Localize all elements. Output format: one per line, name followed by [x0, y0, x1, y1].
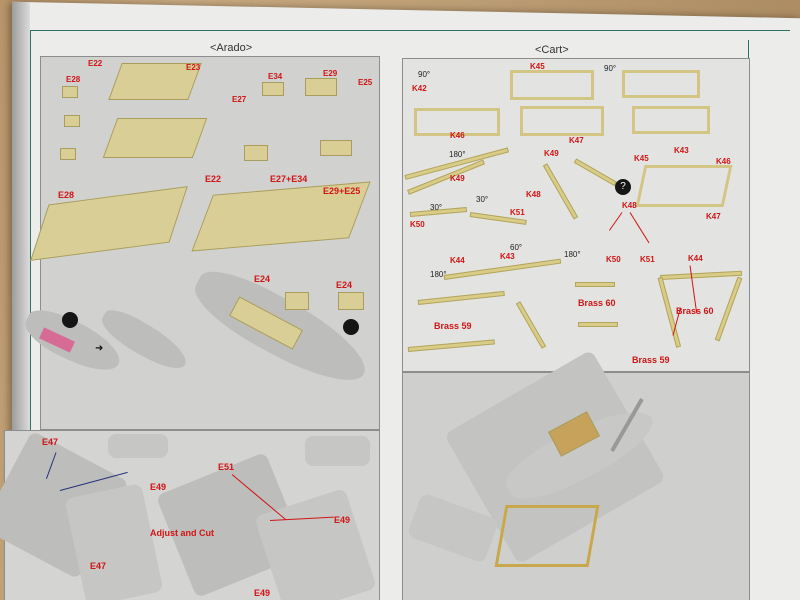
- paint-icon: [62, 312, 78, 328]
- part-k47-folded: [632, 106, 710, 134]
- label-brass-59-a: Brass 59: [434, 321, 472, 331]
- label-k47-a: K47: [569, 136, 584, 145]
- angle-180-a: 180°: [430, 270, 447, 279]
- label-k46-b: K46: [716, 157, 731, 166]
- label-e34: E34: [268, 72, 283, 81]
- arado-header: <Arado>: [210, 42, 253, 54]
- label-e22: E22: [88, 59, 103, 68]
- label-k51-b: K51: [640, 255, 655, 264]
- angle-30-b: 30°: [476, 195, 489, 204]
- label-e24-detail: E24: [336, 280, 353, 290]
- part-k45-frame: [510, 70, 594, 100]
- part-e27-piece: [244, 145, 268, 161]
- brass-60-rod: [575, 282, 615, 287]
- label-e49-right: E49: [334, 515, 351, 525]
- label-k43-a: K43: [674, 146, 689, 155]
- top-frame-rule: [30, 30, 790, 31]
- part-e34-piece: [262, 82, 284, 96]
- label-k47-b: K47: [706, 212, 721, 221]
- label-brass-60-a: Brass 60: [578, 298, 616, 308]
- angle-90-a: 90°: [418, 70, 431, 79]
- label-e24-main: E24: [254, 274, 271, 284]
- cart-stand: [494, 505, 600, 567]
- aircraft-right-tail: [305, 436, 370, 466]
- label-e47-bottom: E47: [90, 561, 107, 571]
- label-k49-b: K49: [450, 174, 465, 183]
- label-k46-a: K46: [450, 131, 465, 140]
- label-e49-left: E49: [150, 482, 167, 492]
- label-e51: E51: [218, 462, 235, 472]
- label-k50-b: K50: [606, 255, 621, 264]
- cart-frame-assembly: [635, 165, 733, 207]
- label-e25: E25: [358, 78, 373, 87]
- part-e29-piece: [305, 78, 337, 96]
- brass-60-rod-2: [578, 322, 618, 327]
- label-k50-a: K50: [410, 220, 425, 229]
- label-e29: E29: [323, 69, 338, 78]
- label-k43-b: K43: [500, 252, 515, 261]
- glue-icon: [343, 319, 359, 335]
- label-k44-b: K44: [688, 254, 703, 263]
- angle-90-b: 90°: [604, 64, 617, 73]
- label-k45-b: K45: [634, 154, 649, 163]
- angle-180-c: 180°: [449, 150, 466, 159]
- part-e28-small: [64, 115, 80, 127]
- label-k42: K42: [412, 84, 427, 93]
- part-e24-right: [338, 292, 364, 310]
- part-e25-piece: [320, 140, 352, 156]
- angle-30-a: 30°: [430, 203, 443, 212]
- label-e22-assembly: E22: [205, 174, 222, 184]
- cart-header: <Cart>: [535, 44, 569, 56]
- label-k44-a: K44: [450, 256, 465, 265]
- part-e24-left: [285, 292, 309, 310]
- label-k48-b: K48: [622, 201, 637, 210]
- aircraft-left-tail: [108, 434, 168, 458]
- part-e22-small: [62, 86, 78, 98]
- label-e27-e34: E27+E34: [270, 174, 308, 184]
- label-k48-a: K48: [526, 190, 541, 199]
- part-k45-folded: [622, 70, 700, 98]
- label-e27: E27: [232, 95, 247, 104]
- label-k45-a: K45: [530, 62, 545, 71]
- left-frame-rule: [30, 30, 31, 440]
- label-brass-60-b: Brass 60: [676, 306, 714, 316]
- right-arrow-icon: ➜: [95, 343, 104, 354]
- label-brass-59-b: Brass 59: [632, 355, 670, 365]
- label-k49-a: K49: [544, 149, 559, 158]
- label-e49-bottom: E49: [254, 588, 271, 598]
- question-icon: ?: [615, 179, 631, 195]
- label-e47-top: E47: [42, 437, 59, 447]
- label-e29-e25: E29+E25: [323, 186, 361, 196]
- angle-180-b: 180°: [564, 250, 581, 259]
- part-k46-frame: [414, 108, 500, 136]
- label-e28: E28: [58, 190, 75, 200]
- label-e23: E23: [186, 63, 201, 72]
- part-e28-bracket: [60, 148, 76, 160]
- part-k47-frame: [520, 106, 604, 136]
- label-k51-a: K51: [510, 208, 525, 217]
- part-e23-frame: [102, 118, 208, 158]
- label-adjust-and-cut: Adjust and Cut: [150, 528, 214, 538]
- label-e28-top: E28: [66, 75, 81, 84]
- angle-60: 60°: [510, 243, 523, 252]
